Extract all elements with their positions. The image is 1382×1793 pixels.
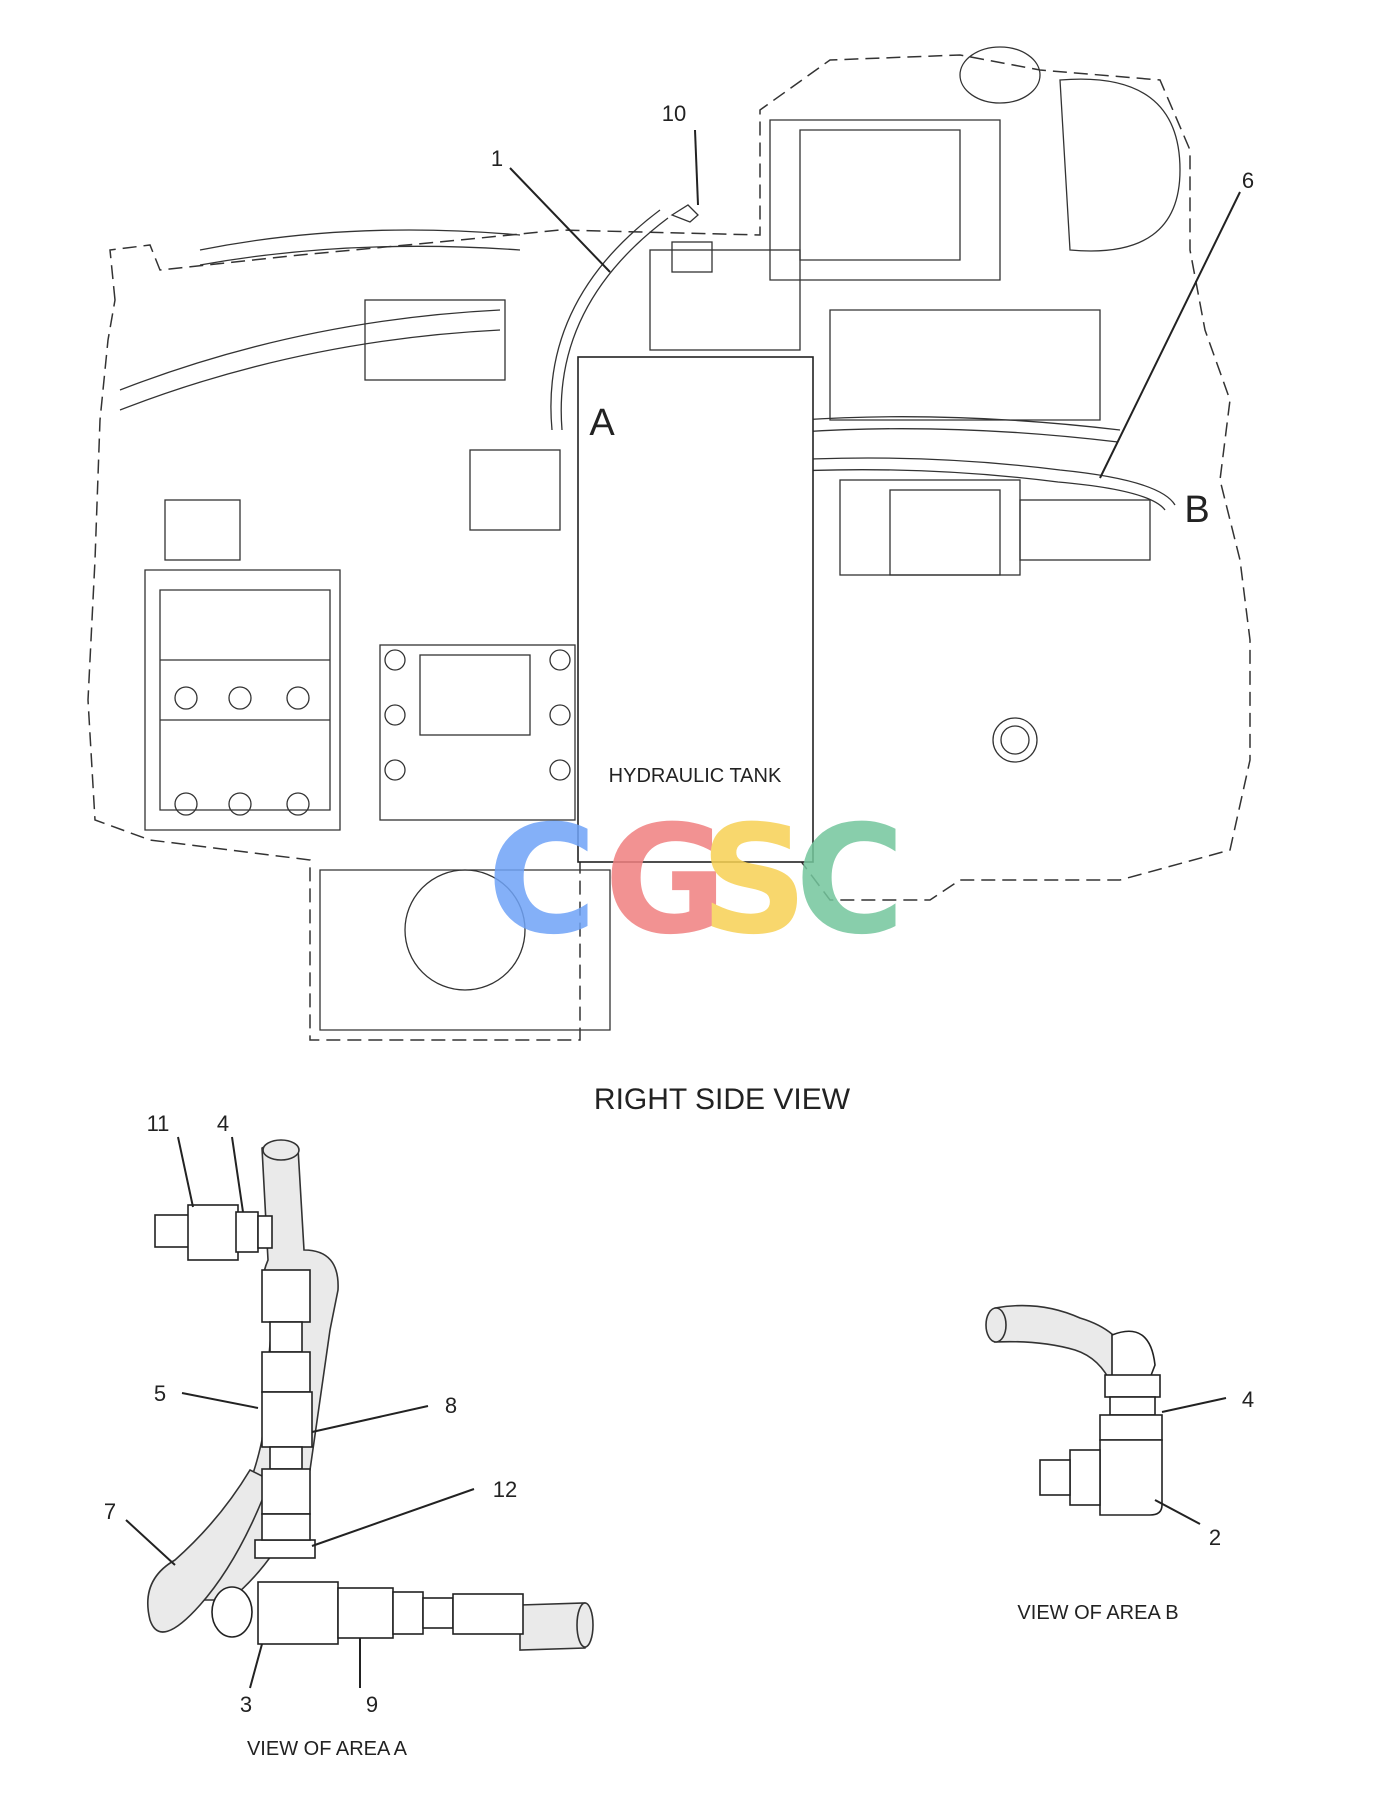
elbow-2 (1099, 1439, 1163, 1516)
area-b-nut (1104, 1374, 1161, 1398)
callout-8: 8 (445, 1393, 457, 1418)
leader-1 (509, 167, 611, 273)
area-b-coupling (1109, 1396, 1156, 1416)
engine-top (769, 119, 1001, 281)
leader-4-a (231, 1136, 244, 1213)
tee-5-8 (261, 1391, 313, 1448)
fitting-4-a-nut (257, 1215, 273, 1249)
fitting-4-a (235, 1211, 259, 1253)
sight-gauge (992, 717, 1038, 763)
area-marker-a: A (589, 402, 615, 444)
leader-11 (177, 1136, 194, 1208)
leader-8 (311, 1405, 429, 1433)
callout-9: 9 (366, 1692, 378, 1717)
watermark-letter-g: G (604, 794, 727, 968)
view-area-b: 4 2 VIEW OF AREA B (985, 1304, 1254, 1624)
main-hose-upper (199, 229, 521, 266)
leader-4-b (1161, 1397, 1227, 1413)
leader-3 (249, 1643, 263, 1689)
callout-5: 5 (154, 1381, 166, 1406)
callout-12: 12 (493, 1477, 517, 1502)
watermark-letter-s: S (700, 794, 808, 968)
leader-5 (181, 1392, 259, 1409)
area-a-hose-end (452, 1593, 524, 1635)
area-b-plug (1039, 1459, 1071, 1496)
view-area-a: 11 4 5 8 12 7 3 9 VIEW OF AREA A (104, 1111, 594, 1760)
right-housing (839, 479, 1021, 576)
main-hose-1 (550, 209, 669, 431)
area-a-coupling (261, 1351, 311, 1393)
sensor-11-body (187, 1204, 239, 1261)
callout-3: 3 (240, 1692, 252, 1717)
pump-bolts (174, 686, 310, 816)
leader-10 (694, 129, 699, 206)
area-a-nut-2 (269, 1446, 303, 1470)
area-a-nut-1 (269, 1321, 303, 1353)
leader-2 (1154, 1499, 1201, 1525)
frame-outline (87, 54, 1251, 1041)
valve-bolts (384, 649, 571, 781)
callout-1: 1 (491, 146, 503, 171)
area-a-adapter (261, 1468, 311, 1515)
fitting-12 (254, 1539, 316, 1559)
area-b-hex (1069, 1449, 1101, 1506)
sensor-10-fitting (670, 204, 699, 223)
sensor-11-plug (154, 1214, 191, 1248)
right-housing-inner (889, 489, 1001, 576)
pump-mount (164, 499, 241, 561)
valve-block (379, 644, 576, 821)
watermark-letter-c1: C (487, 794, 597, 968)
pump-housing-inner (159, 589, 331, 811)
turbo-outlet (959, 46, 1041, 104)
bell-housing (319, 869, 611, 1031)
bell-housing-cover (404, 869, 526, 991)
fitting-9 (337, 1587, 394, 1639)
area-b-caption: VIEW OF AREA B (1017, 1602, 1178, 1624)
area-a-fitting-top (261, 1269, 311, 1323)
leader-6 (1099, 191, 1241, 479)
manifold (469, 449, 561, 531)
tank-label: HYDRAULIC TANK (609, 765, 782, 787)
right-fitting-block (1019, 499, 1151, 561)
leader-7 (125, 1519, 176, 1566)
callout-4-a: 4 (217, 1111, 229, 1136)
upper-valve (649, 249, 801, 351)
sensor-10-body (671, 241, 713, 273)
main-hose-mid (799, 416, 1121, 443)
main-view-caption: RIGHT SIDE VIEW (594, 1083, 851, 1116)
area-marker-b: B (1184, 489, 1209, 531)
area-a-nut-4 (392, 1591, 424, 1635)
valve-block-inner (419, 654, 531, 736)
turbo-housing (1059, 78, 1181, 252)
tee-3 (257, 1581, 339, 1645)
callout-2: 2 (1209, 1525, 1221, 1550)
callout-4-b: 4 (1242, 1387, 1254, 1412)
area-b-elbow (1111, 1330, 1156, 1381)
area-a-nut-5 (422, 1597, 454, 1629)
area-a-nut-3 (261, 1513, 311, 1541)
engine-block (829, 309, 1101, 421)
pump-housing (144, 569, 341, 831)
fitting-4-b (1099, 1414, 1163, 1441)
watermark-letter-c2: C (795, 794, 905, 968)
area-a-elbow (211, 1586, 253, 1638)
right-side-view: HYDRAULIC TANK A B 1 10 6 RIGHT SIDE VIE… (87, 46, 1254, 1116)
callout-10: 10 (662, 101, 686, 126)
hydraulic-tank (577, 356, 814, 863)
area-a-caption: VIEW OF AREA A (247, 1738, 408, 1760)
callout-11: 11 (147, 1111, 170, 1136)
control-valve (364, 299, 506, 381)
callout-6: 6 (1242, 168, 1254, 193)
leader-12 (311, 1488, 475, 1547)
main-hose-left (119, 309, 501, 411)
watermark-logo: C G S C (487, 794, 905, 968)
area-a-hose-7 (146, 1468, 272, 1633)
callout-7: 7 (104, 1499, 116, 1524)
